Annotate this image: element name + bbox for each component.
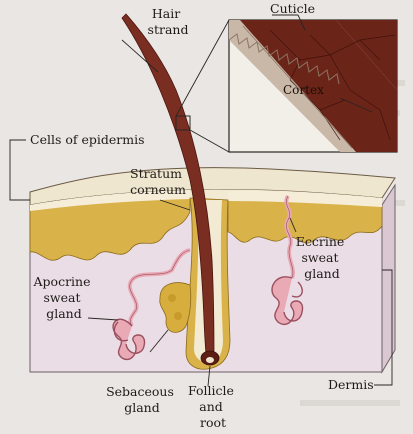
label-sebaceous-gland: Sebaceous gland	[106, 384, 178, 415]
magnifier-marker	[175, 115, 191, 131]
apocrine-gland-coil	[112, 318, 146, 361]
label-hair-strand: Hair strand	[148, 6, 189, 37]
label-stratum-corneum: Stratum corneum	[130, 166, 186, 197]
label-apocrine-sweat-gland: Apocrine sweat gland	[33, 274, 95, 321]
dermis-side-face	[381, 183, 396, 374]
eccrine-gland-coil	[271, 276, 304, 326]
label-cells-of-epidermis: Cells of epidermis	[30, 132, 145, 147]
label-dermis: Dermis	[328, 377, 374, 392]
label-follicle-and-root: Follicle and root	[188, 383, 238, 430]
label-eccrine-sweat-gland: Eccrine sweat gland	[296, 234, 349, 281]
cortex-layer	[240, 20, 397, 152]
sebaceous-gland	[159, 282, 192, 333]
label-cortex: Cortex	[283, 83, 324, 97]
label-cuticle: Cuticle	[270, 1, 315, 16]
cuticle-scales	[229, 33, 340, 85]
